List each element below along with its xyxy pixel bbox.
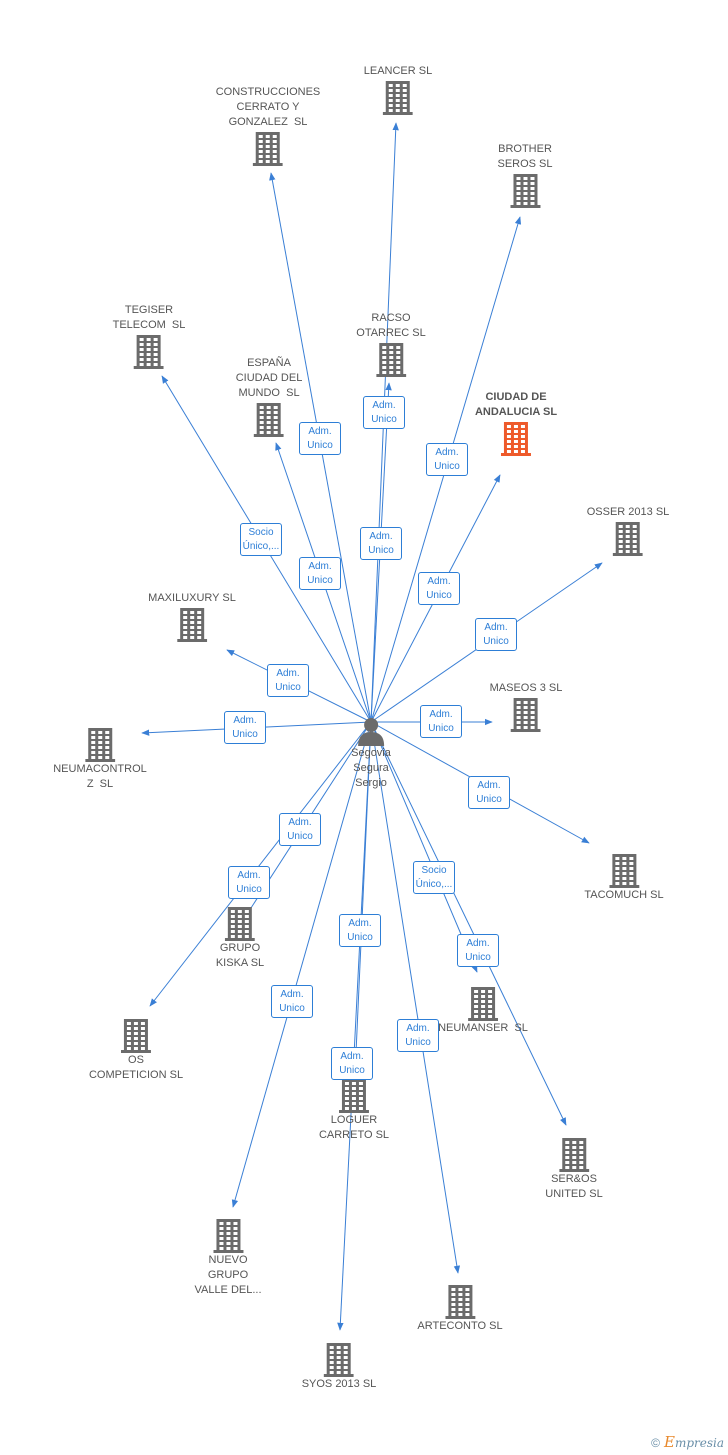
- building-icon: [254, 403, 284, 437]
- relation-badge-oscompeticion[interactable]: Adm. Unico: [228, 866, 270, 899]
- relation-badge-maxiluxury[interactable]: Adm. Unico: [267, 664, 309, 697]
- relation-badge-nuevogrupo[interactable]: Adm. Unico: [271, 985, 313, 1018]
- company-node-seros[interactable]: SER&OS UNITED SL: [545, 1136, 603, 1202]
- company-label-espana: ESPAÑA CIUDAD DEL MUNDO SL: [235, 357, 303, 399]
- company-label-grupokiska: GRUPO KISKA SL: [215, 942, 265, 969]
- company-node-arteconto[interactable]: ARTECONTO SL: [417, 1283, 503, 1334]
- company-label-construcciones: CONSTRUCCIONES CERRATO Y GONZALEZ SL: [215, 86, 321, 128]
- company-node-espana[interactable]: ESPAÑA CIUDAD DEL MUNDO SL: [235, 356, 303, 437]
- building-icon: [467, 987, 498, 1021]
- company-node-grupokiska[interactable]: GRUPO KISKA SL: [216, 905, 264, 971]
- building-icon: [559, 1138, 589, 1172]
- relation-badge-osser[interactable]: Adm. Unico: [475, 618, 517, 651]
- relation-badge-syos[interactable]: Adm. Unico: [331, 1047, 373, 1080]
- company-label-tegiser: TEGISER TELECOM SL: [112, 304, 186, 331]
- edge-seros: [370, 721, 567, 1126]
- brand-name: mpresia: [674, 1436, 724, 1450]
- company-label-neumacontrol: NEUMACONTROL Z SL: [53, 763, 147, 790]
- relation-badge-tegiser[interactable]: Socio Único,...: [240, 523, 282, 556]
- company-node-maxiluxury[interactable]: MAXILUXURY SL: [148, 591, 236, 642]
- company-node-osser[interactable]: OSSER 2013 SL: [586, 505, 670, 556]
- company-label-osser: OSSER 2013 SL: [586, 506, 670, 518]
- company-node-construcciones[interactable]: CONSTRUCCIONES CERRATO Y GONZALEZ SL: [215, 85, 321, 166]
- relation-badge-brother[interactable]: Adm. Unico: [426, 443, 468, 476]
- edge-syos: [337, 721, 372, 1331]
- edge-arteconto: [370, 721, 461, 1274]
- relation-badge-leancer[interactable]: Adm. Unico: [363, 396, 405, 429]
- company-label-oscompeticion: OS COMPETICION SL: [88, 1054, 184, 1081]
- relation-badge-grupokiska[interactable]: Adm. Unico: [279, 813, 321, 846]
- relation-badge-tacomuch[interactable]: Adm. Unico: [468, 776, 510, 809]
- building-icon: [176, 608, 207, 642]
- building-icon: [375, 343, 406, 377]
- relation-badge-construcciones[interactable]: Adm. Unico: [299, 422, 341, 455]
- building-icon: [382, 81, 413, 115]
- company-label-maxiluxury: MAXILUXURY SL: [148, 592, 236, 604]
- relation-badge-neumacontrol[interactable]: Adm. Unico: [224, 711, 266, 744]
- relation-badge-loguer[interactable]: Adm. Unico: [339, 914, 381, 947]
- company-label-brother: BROTHER SEROS SL: [497, 143, 553, 170]
- edge-nuevogrupo: [231, 721, 372, 1208]
- company-node-ciudad[interactable]: CIUDAD DE ANDALUCIA SL: [475, 390, 557, 456]
- footer-brand: ©Empresia: [651, 1433, 724, 1451]
- building-icon: [613, 522, 643, 556]
- building-icon: [84, 728, 115, 762]
- building-icon: [121, 1019, 151, 1053]
- center-name-line-3: Sergio: [355, 777, 387, 789]
- company-node-syos[interactable]: SYOS 2013 SL: [301, 1341, 377, 1392]
- relation-badge-maseos[interactable]: Adm. Unico: [420, 705, 462, 738]
- relation-badge-seros[interactable]: Adm. Unico: [457, 934, 499, 967]
- building-icon: [444, 1285, 475, 1319]
- company-label-tacomuch: TACOMUCH SL: [584, 889, 664, 901]
- relation-badge-racso[interactable]: Adm. Unico: [360, 527, 402, 560]
- company-node-neumanser[interactable]: NEUMANSER SL: [438, 985, 528, 1036]
- company-label-racso: RACSO OTARREC SL: [356, 312, 426, 339]
- building-icon: [609, 854, 639, 888]
- building-icon: [323, 1343, 354, 1377]
- edge-neumanser: [370, 721, 478, 973]
- building-icon: [213, 1219, 243, 1253]
- center-name-line-1: Segovia: [351, 747, 391, 759]
- company-label-nuevogrupo: NUEVO GRUPO VALLE DEL...: [194, 1254, 262, 1296]
- company-label-arteconto: ARTECONTO SL: [417, 1320, 503, 1332]
- company-node-tegiser[interactable]: TEGISER TELECOM SL: [112, 303, 186, 369]
- company-node-nuevogrupo[interactable]: NUEVO GRUPO VALLE DEL...: [194, 1217, 262, 1298]
- relation-badge-ciudad[interactable]: Adm. Unico: [418, 572, 460, 605]
- building-icon: [252, 132, 283, 166]
- building-icon: [501, 422, 531, 456]
- center-person[interactable]: Segovia Segura Sergio: [351, 716, 391, 791]
- company-node-brother[interactable]: BROTHER SEROS SL: [497, 142, 553, 208]
- relation-badge-espana[interactable]: Adm. Unico: [299, 557, 341, 590]
- brand-initial: E: [663, 1433, 675, 1451]
- company-label-leancer: LEANCER SL: [363, 65, 433, 77]
- company-label-syos: SYOS 2013 SL: [301, 1378, 377, 1390]
- company-node-racso[interactable]: RACSO OTARREC SL: [356, 311, 426, 377]
- building-icon: [510, 698, 541, 732]
- company-label-maseos: MASEOS 3 SL: [489, 682, 563, 694]
- company-node-oscompeticion[interactable]: OS COMPETICION SL: [89, 1017, 183, 1083]
- company-node-leancer[interactable]: LEANCER SL: [364, 64, 432, 115]
- building-icon: [510, 174, 540, 208]
- center-name-line-2: Segura: [353, 762, 389, 774]
- building-icon: [339, 1079, 369, 1113]
- company-label-seros: SER&OS UNITED SL: [545, 1173, 603, 1200]
- person-icon: [357, 718, 384, 746]
- building-icon: [225, 907, 255, 941]
- relation-badge-neumanser[interactable]: Socio Único,...: [413, 861, 455, 894]
- company-label-neumanser: NEUMANSER SL: [438, 1022, 528, 1034]
- building-icon: [134, 335, 164, 369]
- company-node-maseos[interactable]: MASEOS 3 SL: [489, 681, 563, 732]
- relation-badge-arteconto[interactable]: Adm. Unico: [397, 1019, 439, 1052]
- company-node-loguer[interactable]: LOGUER CARRETO SL: [319, 1077, 389, 1143]
- company-node-neumacontrol[interactable]: NEUMACONTROL Z SL: [53, 726, 147, 792]
- company-label-loguer: LOGUER CARRETO SL: [318, 1114, 390, 1141]
- edge-oscompeticion: [149, 721, 372, 1007]
- company-node-tacomuch[interactable]: TACOMUCH SL: [584, 852, 664, 903]
- copyright-symbol: ©: [651, 1436, 660, 1450]
- company-label-ciudad: CIUDAD DE ANDALUCIA SL: [474, 391, 558, 418]
